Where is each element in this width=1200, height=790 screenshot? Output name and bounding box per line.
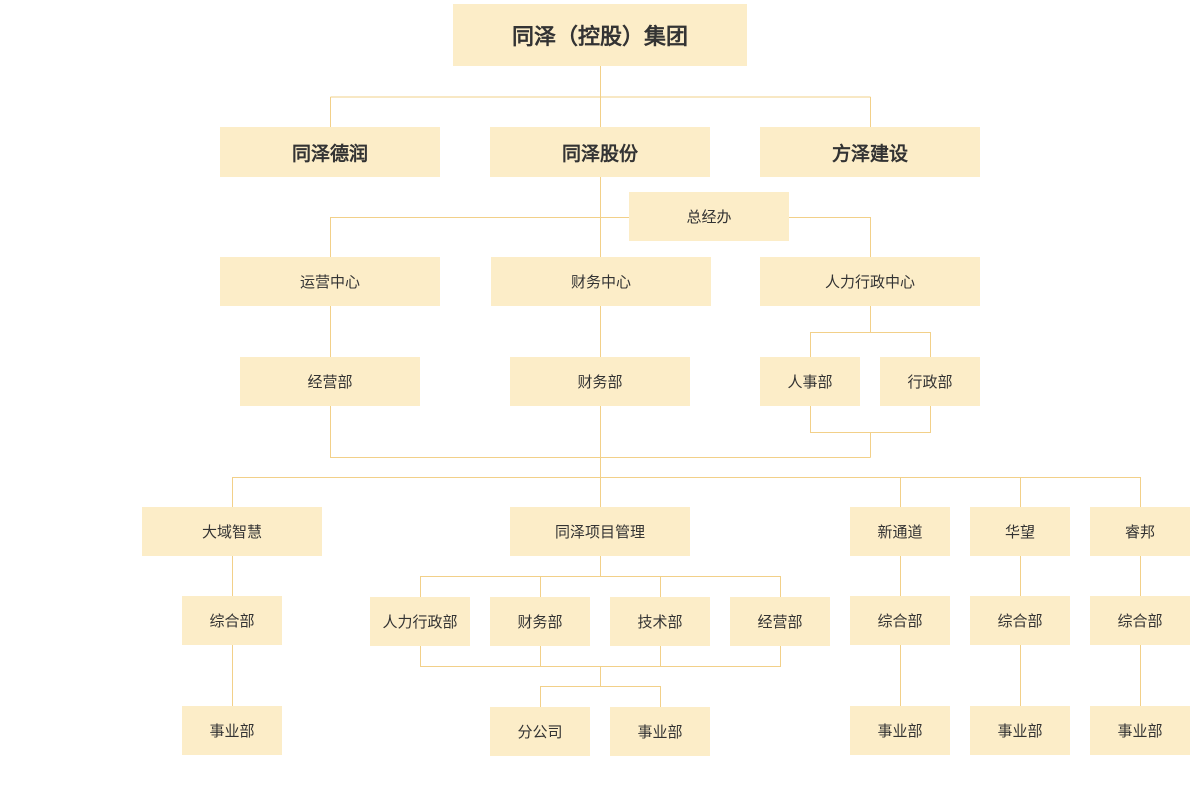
node-xintongdao-general[interactable]: 综合部 (850, 596, 950, 645)
node-huawang-general[interactable]: 综合部 (970, 596, 1070, 645)
node-ruibang-division[interactable]: 事业部 (1090, 706, 1190, 755)
node-huawang[interactable]: 华望 (970, 507, 1070, 556)
node-project-mgmt[interactable]: 同泽项目管理 (510, 507, 690, 556)
node-fangze[interactable]: 方泽建设 (760, 127, 980, 177)
node-project-business[interactable]: 经营部 (730, 597, 830, 646)
node-personnel-dept[interactable]: 人事部 (760, 357, 860, 406)
node-ops-center[interactable]: 运营中心 (220, 257, 440, 306)
node-gm-office[interactable]: 总经办 (629, 192, 789, 241)
node-project-division[interactable]: 事业部 (610, 707, 710, 756)
node-finance-dept[interactable]: 财务部 (510, 357, 690, 406)
node-admin-dept[interactable]: 行政部 (880, 357, 980, 406)
node-ruibang-general[interactable]: 综合部 (1090, 596, 1190, 645)
node-project-branch[interactable]: 分公司 (490, 707, 590, 756)
node-xintongdao-division[interactable]: 事业部 (850, 706, 950, 755)
node-ruibang[interactable]: 睿邦 (1090, 507, 1190, 556)
node-finance-center[interactable]: 财务中心 (491, 257, 711, 306)
node-root[interactable]: 同泽（控股）集团 (453, 4, 747, 66)
node-hr-admin-center[interactable]: 人力行政中心 (760, 257, 980, 306)
node-huawang-division[interactable]: 事业部 (970, 706, 1070, 755)
node-project-finance[interactable]: 财务部 (490, 597, 590, 646)
node-xintongdao[interactable]: 新通道 (850, 507, 950, 556)
node-project-tech[interactable]: 技术部 (610, 597, 710, 646)
node-dayu-general[interactable]: 综合部 (182, 596, 282, 645)
node-business-dept[interactable]: 经营部 (240, 357, 420, 406)
node-project-hr[interactable]: 人力行政部 (370, 597, 470, 646)
node-derun[interactable]: 同泽德润 (220, 127, 440, 177)
node-gufen[interactable]: 同泽股份 (490, 127, 710, 177)
node-dayu[interactable]: 大域智慧 (142, 507, 322, 556)
node-dayu-division[interactable]: 事业部 (182, 706, 282, 755)
